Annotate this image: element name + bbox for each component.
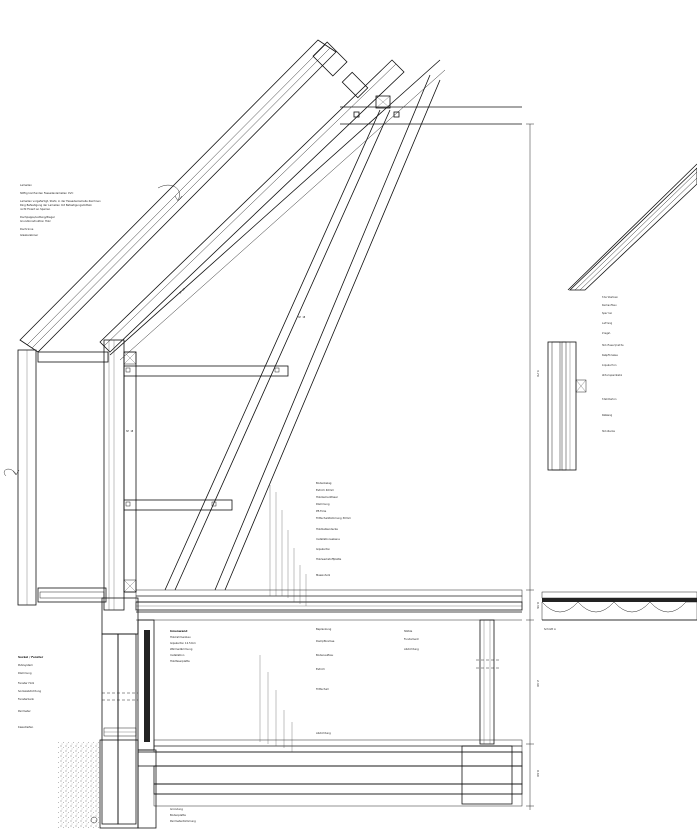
lower-note: Dampfbremse — [316, 639, 335, 643]
section-marker-icon — [103, 727, 137, 737]
floor-note: Holzwerkstoffplatte — [316, 557, 342, 561]
floor-note: Trittschalldämmung 30mm — [316, 516, 351, 520]
ground-slab — [137, 739, 523, 807]
right-note: Unterspannbahn — [602, 374, 623, 377]
right-note: Sparren — [602, 312, 613, 315]
dim-ground: 2.40 — [536, 680, 540, 687]
lower-note: Innenwand — [170, 629, 187, 633]
right-note: Abdichtung — [404, 647, 419, 651]
left-note: Fenster Holz — [18, 681, 35, 685]
bottom-note: Gründung — [170, 807, 183, 811]
bottom-notes: Gründung Bodenplatte Perimeterdämmung — [170, 807, 196, 823]
dim-roof: 3.70 — [536, 370, 540, 377]
right-note: Stahlbeton — [602, 398, 617, 401]
member-label-2: SP 18 — [298, 316, 306, 319]
bottom-note: Bodenplatte — [170, 813, 186, 817]
right-note: Fundament — [404, 637, 419, 641]
roof-note: nicht Fixiert an Sparren — [20, 207, 51, 211]
roof-notes: Lamellen Stiftig komfunden Fassadenlamel… — [20, 183, 101, 237]
right-note: Lattung — [602, 322, 613, 325]
right-note: Holzdecke — [602, 430, 616, 433]
lower-notes: Innenwand Holzrahmenbau Gipskarton 12.5m… — [170, 627, 335, 735]
leader-lines — [259, 485, 307, 752]
dim-base: 0.60 — [536, 770, 540, 777]
lower-note: Beplankung — [316, 627, 332, 631]
lower-note: Wärmedämmung — [170, 647, 193, 651]
floor-note: Holzbalkendecke — [316, 527, 338, 531]
roof-note: Dachpappe/Lattung/Ziegel — [20, 215, 55, 219]
member-label-1: SP 10 — [179, 287, 187, 295]
lower-note: Gipskarton 12.5mm — [170, 641, 196, 645]
roof-assembly — [19, 39, 522, 591]
lower-note: Abdichtung — [316, 731, 331, 735]
lower-note: Holzfaserplatte — [170, 659, 190, 663]
right-note: Sturzbalken — [602, 296, 618, 299]
right-mid-notes: Stahlbeton Dämmung Holzdecke — [602, 398, 617, 433]
lower-note: Estrich — [316, 667, 325, 671]
floor-note: Massivholz — [316, 573, 331, 577]
interior-column — [461, 619, 513, 805]
roof-note: Ring Befestigung der Lamellen mit Befest… — [20, 203, 92, 207]
floor-slab — [135, 589, 523, 621]
lower-note: Installation — [170, 653, 185, 657]
dimension-line: 3.70 0.36 2.40 0.60 — [526, 123, 540, 810]
roof-note: Stiftig komfunden Fassadenlamellen CVC — [20, 191, 73, 195]
right-note: Dämmung — [602, 414, 613, 417]
roof-note: Grundkonstruktion Holz — [20, 219, 51, 223]
bottom-note: Perimeterdämmung — [170, 819, 196, 823]
right-note: Stütze — [404, 629, 413, 633]
left-note: Perimeter — [18, 709, 32, 713]
right-note: Gipskarton — [602, 364, 617, 367]
roof-note: Lamellen vorgefertigt, Stahl, in der Fas… — [20, 199, 101, 203]
lower-note: Trittschall — [316, 687, 329, 691]
roof-note: Dachrinne — [20, 227, 34, 231]
left-note: Kiesstreifen — [18, 725, 34, 729]
roof-note: Lamellen — [20, 183, 32, 187]
left-note: Fensterbank — [18, 697, 34, 701]
floor-note: Gipskarton — [316, 547, 330, 551]
left-note: Putzsystem — [18, 663, 33, 667]
right-note: Holzfaserplatte — [602, 344, 624, 347]
detail-wall-section — [547, 341, 587, 471]
roof-note: Glaskarabiner — [20, 233, 39, 237]
right-top-notes: Sturzbalken Dachaufbau Sparren Lattung Z… — [602, 296, 624, 377]
floor-notes: Bodenbelag Estrich 40mm Holzzementfaser … — [316, 481, 351, 577]
floor-note: PE-Folie — [316, 509, 327, 513]
section-tag: Schnitt A — [544, 627, 556, 631]
member-label-3: SP 18 — [126, 430, 134, 433]
right-lower-notes: Stütze Fundament Abdichtung — [404, 629, 419, 651]
dim-slab: 0.36 — [536, 602, 540, 609]
detail-roof-section — [567, 163, 697, 291]
window-wall — [17, 339, 137, 611]
right-note: Dampfbremse — [602, 354, 618, 357]
left-note: Dämmung — [18, 671, 32, 675]
left-notes-title: Sockel / Fenster — [18, 655, 44, 659]
lower-wall — [58, 597, 157, 829]
left-notes: Sockel / Fenster Putzsystem Dämmung Fens… — [18, 655, 44, 729]
lower-note: Bodenaufbau — [316, 653, 334, 657]
floor-note: Estrich 40mm — [316, 488, 335, 492]
floor-note: Installationsebene — [316, 537, 340, 541]
left-note: Sockelabdichtung — [18, 689, 41, 693]
lower-note: Holzrahmenbau — [170, 635, 191, 639]
floor-note: Holzzementfaser — [316, 495, 339, 499]
floor-note: Dämmung — [316, 502, 330, 506]
rotation-arrow-icon — [3, 184, 183, 477]
right-note: Dachaufbau — [602, 304, 617, 307]
detail-vault-section — [541, 591, 697, 621]
floor-note: Bodenbelag — [316, 481, 332, 485]
right-note: Ziegel — [602, 332, 611, 335]
